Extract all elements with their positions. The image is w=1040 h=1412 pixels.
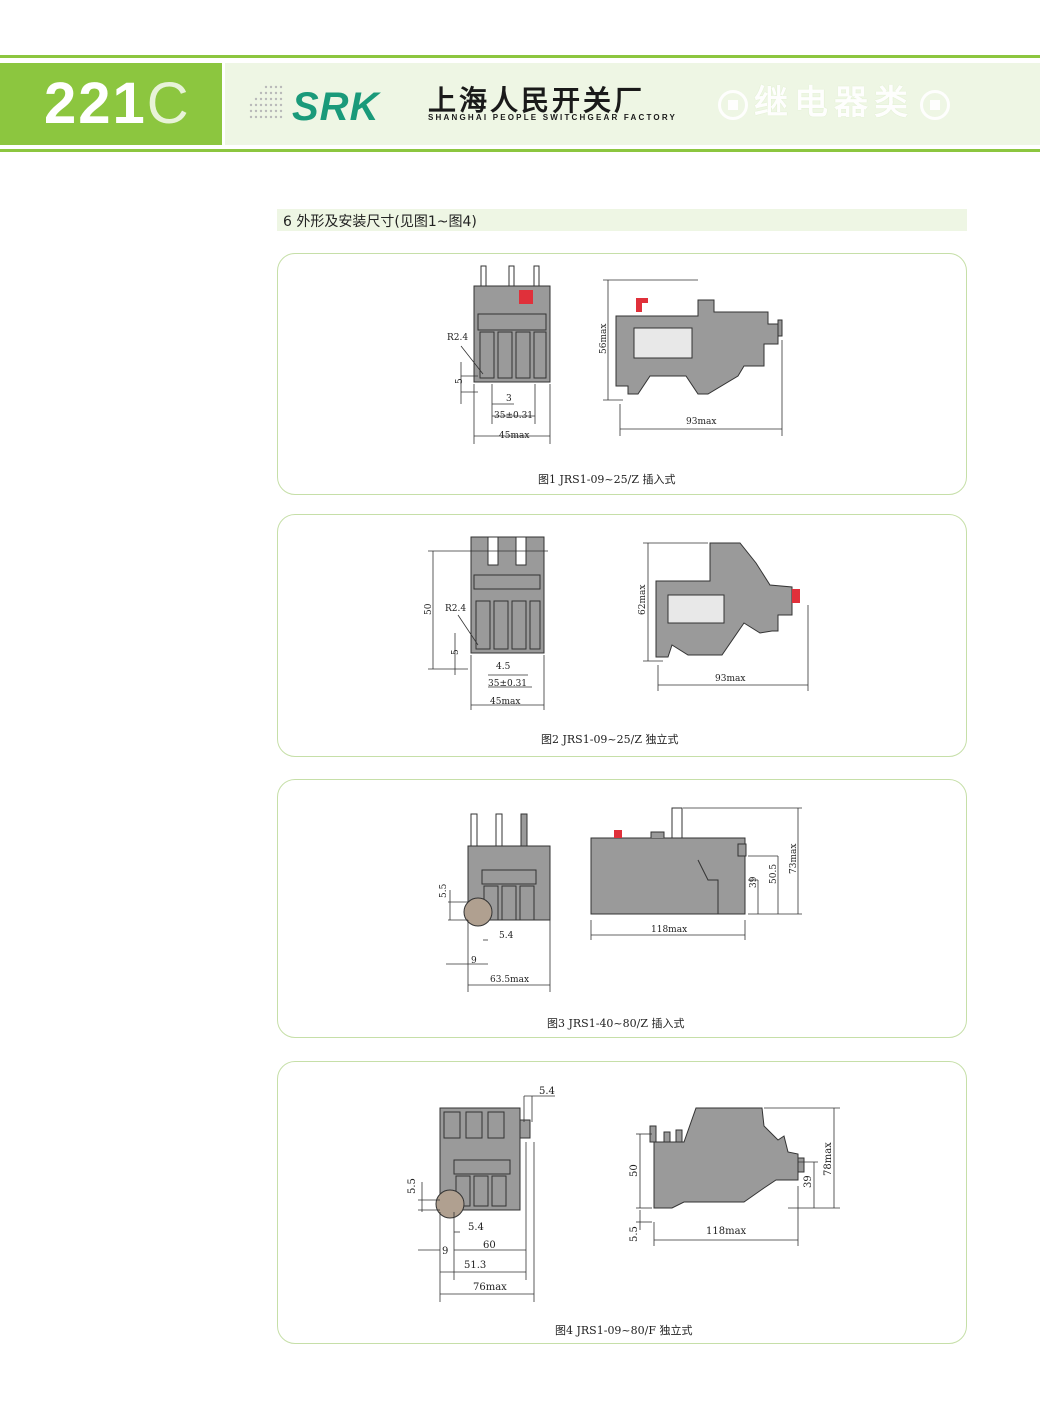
fig2-front-dims: [428, 550, 548, 710]
fig4-dim-d6: 76max: [473, 1282, 507, 1293]
figure-1-drawing: R2.4 5 3 35±0.31 45max 56max 93max: [447, 265, 783, 444]
figure-3-caption: 图3 JRS1-40~80/Z 插入式: [547, 1017, 685, 1030]
fig3-dim-h3: 73max: [789, 844, 799, 874]
fig4-dim-d5: 51.3: [464, 1260, 486, 1271]
bullet-square-icon: [920, 89, 950, 120]
figure-4-drawing: 5.4 5.5 5.4 60 9 51.3 76max 50 5.5: [407, 1086, 840, 1302]
page-header: 221C SRK 上海人民开关厂 SHANGHAI PEOPLE SWITCHG…: [0, 55, 1040, 153]
fig2-side-dims: [643, 542, 809, 691]
fig4-dim-side-width: 118max: [706, 1226, 747, 1237]
header-separator: [222, 63, 225, 145]
fig3-dim-h2: 50.5: [769, 864, 779, 884]
figure-2-caption: 图2 JRS1-09~25/Z 独立式: [541, 733, 679, 746]
fig3-front-view: [463, 813, 551, 927]
brand-logo: SRK: [292, 85, 380, 129]
fig4-dim-d2: 5.4: [468, 1222, 484, 1233]
bullet-square-icon: [718, 89, 748, 120]
fig3-dim-side-width: 118max: [651, 925, 687, 935]
fig2-dim-d3: 35±0.31: [488, 679, 527, 689]
fig4-dim-d4: 9: [442, 1246, 448, 1257]
fig4-dim-d3: 60: [483, 1240, 496, 1251]
fig2-dim-d4: 45max: [490, 697, 520, 707]
fig4-dim-h3: 39: [803, 1175, 814, 1188]
fig2-dim-side-width: 93max: [715, 674, 745, 684]
category-title: 继电器类: [712, 75, 956, 124]
fig2-dim-radius: R2.4: [445, 604, 466, 614]
fig3-dim-h1: 39: [749, 876, 759, 888]
figure-1-caption: 图1 JRS1-09~25/Z 插入式: [538, 473, 676, 486]
fig3-dim-d4: 63.5max: [490, 975, 529, 985]
fig1-dim-d4: 45max: [499, 431, 529, 441]
figure-4-caption: 图4 JRS1-09~80/F 独立式: [555, 1324, 693, 1337]
fig3-dim-d1: 5.5: [439, 883, 449, 898]
page-number-suffix: C: [146, 71, 191, 136]
fig2-front-view: [470, 536, 545, 654]
header-bottom-rule: [0, 149, 1040, 152]
fig1-front-view: [473, 265, 551, 383]
section-title: 6 外形及安装尺寸(见图1~图4): [283, 214, 477, 230]
figure-2-panel: 50 R2.4 5 4.5 35±0.31 45max 62max 93max …: [277, 514, 967, 757]
fig4-front-dims: [418, 1095, 555, 1302]
fig1-dim-d1: 5: [455, 378, 465, 384]
header-top-rule: [0, 55, 1040, 58]
fig2-side-view: [655, 542, 800, 658]
fig3-dim-d3: 9: [471, 956, 477, 966]
fig1-dim-height: 56max: [599, 324, 609, 354]
figure-3-drawing: 5.5 5.4 9 63.5max 39 50.5 73max 118max: [439, 807, 802, 992]
logo-dots-icon: [249, 85, 283, 119]
page-number-digits: 221: [44, 71, 147, 136]
fig4-side-view: [649, 1107, 805, 1209]
company-name-en: SHANGHAI PEOPLE SWITCHGEAR FACTORY: [428, 113, 678, 122]
fig3-front-dims: [446, 890, 551, 992]
company-name-cn: 上海人民开关厂: [428, 84, 646, 117]
figure-1-panel: R2.4 5 3 35±0.31 45max 56max 93max 图1 JR…: [277, 253, 967, 495]
fig3-dim-d2: 5.4: [499, 931, 514, 941]
figure-2-drawing: 50 R2.4 5 4.5 35±0.31 45max 62max 93max: [424, 536, 809, 710]
fig1-side-view: [615, 298, 783, 395]
fig4-dim-top: 5.4: [539, 1086, 555, 1097]
fig3-side-dims: [590, 807, 802, 940]
category-label: 继电器类: [754, 83, 914, 123]
fig4-dim-h4: 78max: [823, 1142, 834, 1176]
fig1-side-dims: [603, 279, 783, 436]
fig4-dim-d1: 5.5: [407, 1178, 418, 1194]
fig2-dim-d1: 5: [451, 649, 461, 655]
page-number-box: [0, 63, 222, 145]
figure-3-panel: 5.5 5.4 9 63.5max 39 50.5 73max 118max 图…: [277, 779, 967, 1038]
fig2-dim-height: 50: [424, 603, 434, 615]
fig4-side-dims: [636, 1107, 840, 1246]
fig4-dim-h1: 50: [629, 1164, 640, 1177]
fig1-dim-width: 93max: [686, 417, 716, 427]
fig4-dim-h2: 5.5: [629, 1226, 640, 1242]
figure-4-panel: 5.4 5.5 5.4 60 9 51.3 76max 50 5.5: [277, 1061, 967, 1344]
fig3-side-view: [590, 807, 747, 915]
page-number: 221C: [44, 70, 191, 137]
fig1-dim-d3: 35±0.31: [494, 411, 533, 421]
fig1-front-dims: [460, 345, 551, 444]
fig2-dim-d2: 4.5: [496, 662, 511, 672]
fig1-dim-d2: 3: [506, 394, 512, 404]
fig1-dim-radius: R2.4: [447, 333, 468, 343]
section-title-bar: [277, 209, 967, 231]
fig2-dim-side-height: 62max: [638, 585, 648, 615]
fig4-front-view: [435, 1107, 531, 1219]
